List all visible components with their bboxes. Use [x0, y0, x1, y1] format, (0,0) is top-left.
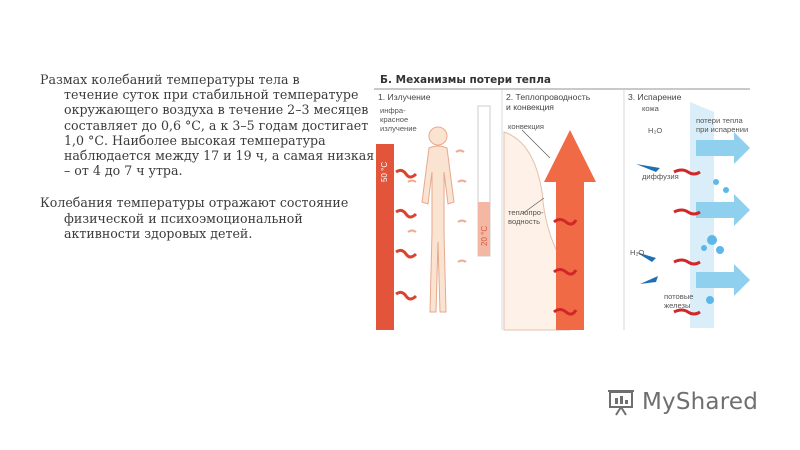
- evaporation-arrows: [696, 132, 750, 296]
- hot-temperature-label: 50 °C: [380, 161, 389, 182]
- infrared-label: инфра- красное излучение: [380, 106, 417, 133]
- convection-arrow: [544, 130, 596, 330]
- paragraph-activity: Колебания температуры отражают состояние…: [40, 195, 380, 241]
- skin-label: кожа: [642, 104, 659, 113]
- water-bottom-label: H₂O: [630, 248, 645, 257]
- paragraph-temperature-range: Размах колебаний температуры тела в тече…: [40, 72, 380, 178]
- figure-top-rule: [374, 88, 750, 90]
- conduction-arrows: [553, 218, 578, 316]
- slide-text: Размах колебаний температуры тела в тече…: [40, 72, 380, 258]
- logo-text: MyShared: [642, 389, 759, 415]
- sweat-glands-label: потовые железы: [664, 292, 694, 310]
- radiation-arrows: [395, 168, 418, 301]
- figure-artwork: [376, 90, 750, 331]
- hot-wall: [376, 144, 394, 330]
- paragraph-1-first-line: Размах колебаний температуры тела в: [40, 72, 300, 87]
- myshared-logo[interactable]: MyShared: [606, 388, 758, 416]
- body-radiation-arrows: [407, 149, 467, 263]
- panel-2-label: 2. Теплопроводность и конвекция: [506, 92, 591, 112]
- water-droplets: [701, 179, 729, 304]
- figure-title: Б. Механизмы потери тепла: [380, 74, 551, 86]
- paragraph-1-body: течение суток при стабильной температуре…: [64, 87, 375, 179]
- heat-loss-figure: Б. Механизмы потери тепла: [374, 72, 750, 332]
- paragraph-2-body: физической и психоэмоциональной активнос…: [64, 210, 303, 241]
- cold-temperature-label: 20 °C: [480, 225, 489, 246]
- convection-label: конвекция: [508, 122, 545, 131]
- water-transport-arrows: [636, 164, 660, 284]
- diffusion-label: диффузия: [642, 172, 679, 181]
- conduction-label: теплопро- водность: [508, 208, 544, 226]
- panel-3-label: 3. Испарение: [628, 92, 682, 102]
- paragraph-2-first-line: Колебания температуры отражают состояние: [40, 195, 349, 211]
- evaporation-heat-arrows: [673, 168, 701, 316]
- panel-1-label: 1. Излучение: [378, 92, 431, 102]
- cold-thermometer-fill: [478, 202, 490, 256]
- water-top-label: H₂O: [648, 126, 663, 135]
- convection-leader: [521, 129, 551, 159]
- human-figure: [421, 126, 455, 313]
- conduction-leader: [521, 197, 545, 215]
- evaporation-loss-label: потери тепла при испарении: [696, 116, 749, 134]
- presentation-board-icon: [608, 390, 634, 416]
